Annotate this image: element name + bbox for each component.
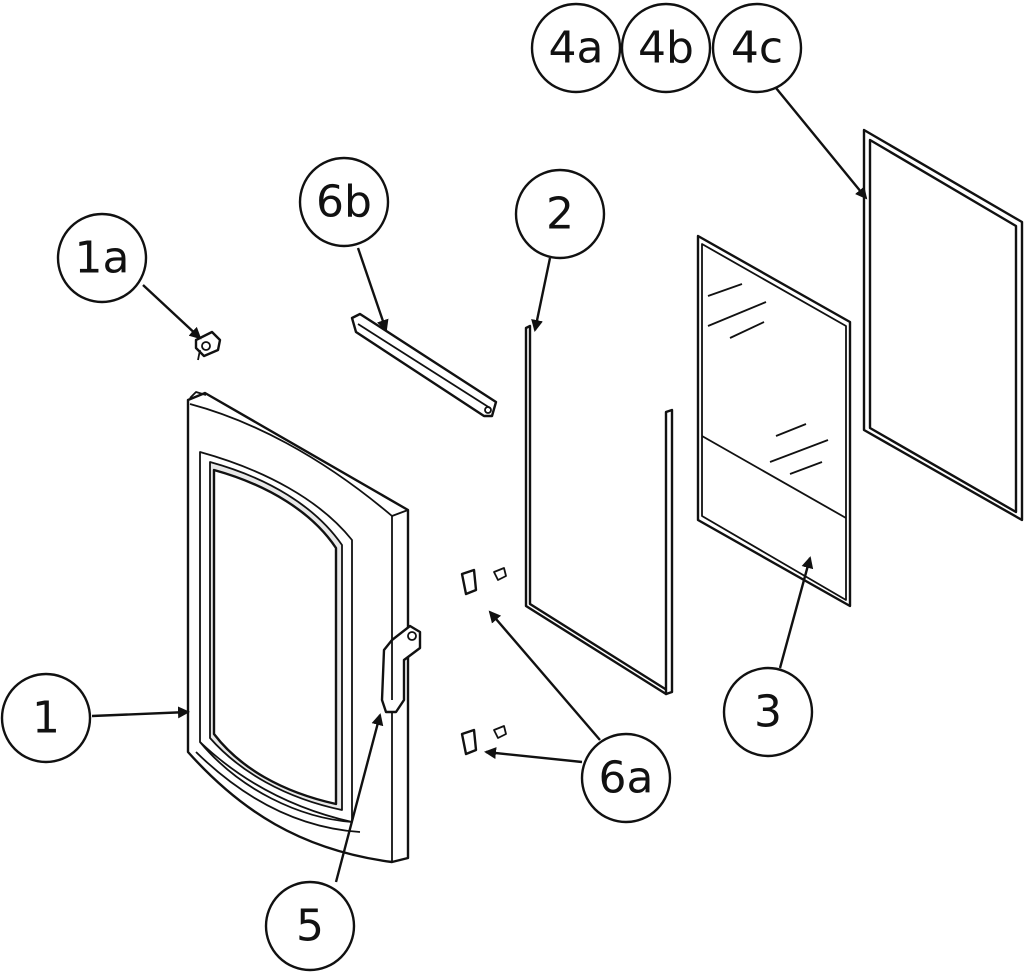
callout-label-4a: 4a [549,23,604,74]
leader-lines [91,87,868,883]
glass-panel-part-3 [696,234,852,608]
callout-label-3: 3 [754,687,782,738]
callout-3: 3 [722,666,814,758]
callout-6a: 6a [580,732,672,824]
clip-lower-part-6a [460,725,507,756]
top-rail-part-6b [350,312,498,418]
callout-label-6b: 6b [316,177,372,228]
callout-label-2: 2 [546,189,574,240]
clip-upper-part-6a [460,567,507,596]
callout-label-5: 5 [296,901,324,952]
door-frame-part-1 [186,391,410,864]
callout-5: 5 [264,880,356,972]
callout-2: 2 [514,168,606,260]
callout-label-1: 1 [32,693,60,744]
callout-label-6a: 6a [599,753,654,804]
callout-label-4b: 4b [638,23,694,74]
callout-label-4c: 4c [731,23,783,74]
callout-label-1a: 1a [75,233,130,284]
callout-6b: 6b [298,156,390,248]
callout-4a: 4a [530,2,622,94]
callout-4c: 4c [711,2,803,94]
handle-part-5 [380,624,422,714]
callout-1: 1 [0,672,92,764]
gasket-frame-part-4 [862,128,1024,522]
callout-1a: 1a [56,212,148,304]
seal-channel-part-2 [524,324,674,696]
hinge-pin-part-1a [194,330,222,361]
callout-4b: 4b [620,2,712,94]
